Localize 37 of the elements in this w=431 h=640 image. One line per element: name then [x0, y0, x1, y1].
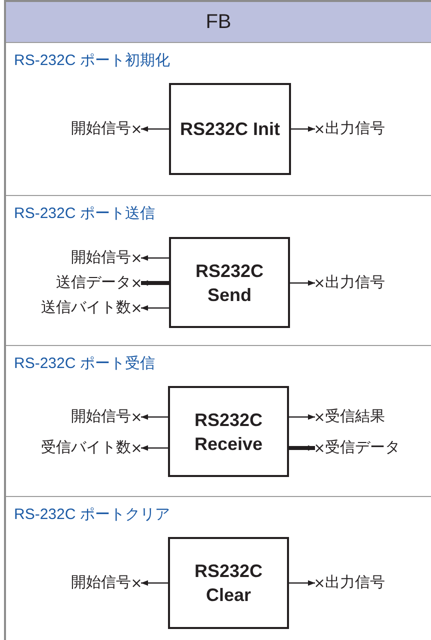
signal-label: 受信データ — [325, 438, 400, 458]
signal-label: 受信結果 — [325, 406, 385, 427]
signal-label: 開始信号 — [71, 406, 131, 427]
signal-label: 受信バイト数 — [41, 438, 131, 458]
signal-arrow — [141, 126, 169, 132]
signal-arrow — [141, 305, 169, 311]
signal-label: 送信データ — [56, 272, 131, 293]
block-name: RS232C Receive — [193, 408, 264, 456]
signal-arrow — [289, 445, 315, 451]
signal-arrow — [289, 414, 315, 420]
block-name: RS232C Clear — [193, 560, 264, 607]
block-name: RS232C Init — [178, 118, 282, 141]
signal-label: 出力信号 — [325, 118, 385, 139]
signal-label: 開始信号 — [71, 248, 131, 268]
signal-label: 開始信号 — [71, 572, 131, 593]
section-heading: RS-232C ポートクリア — [14, 505, 170, 525]
signal-arrow — [141, 255, 169, 261]
signal-label: 出力信号 — [325, 272, 385, 293]
section-heading: RS-232C ポート初期化 — [14, 51, 170, 71]
signal-label: 開始信号 — [71, 118, 131, 139]
signal-label: 出力信号 — [325, 572, 385, 593]
function-block — [168, 537, 289, 629]
block-name: RS232C Send — [194, 260, 265, 306]
signal-arrow — [141, 445, 168, 451]
signal-arrow — [141, 414, 168, 420]
function-block — [169, 237, 290, 328]
function-block — [169, 83, 291, 175]
signal-arrow — [141, 280, 169, 286]
table-title: FB — [206, 10, 232, 35]
signal-label: 送信バイト数 — [41, 298, 131, 318]
signal-arrow — [291, 126, 315, 132]
section-heading: RS-232C ポート送信 — [14, 204, 155, 224]
signal-arrow — [289, 580, 315, 586]
section-heading: RS-232C ポート受信 — [14, 354, 155, 374]
signal-arrow — [290, 280, 315, 286]
signal-arrow — [141, 580, 168, 586]
function-block — [168, 386, 289, 477]
